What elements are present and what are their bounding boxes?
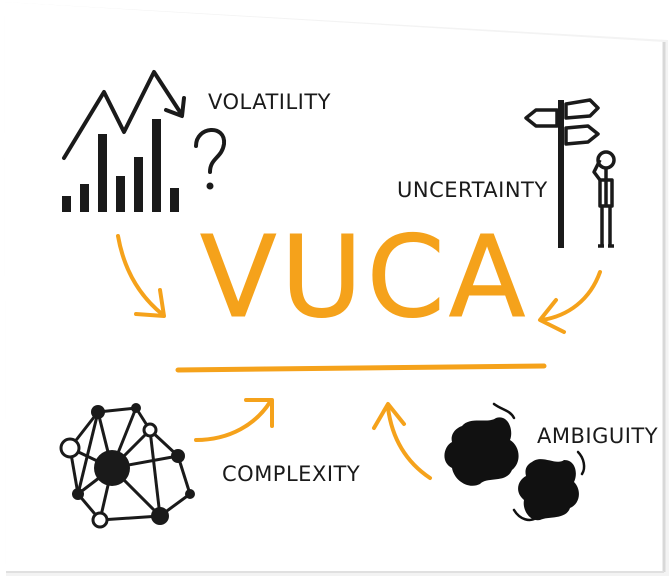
arrow-top-right-icon <box>538 270 602 334</box>
ambiguity-label: AMBIGUITY <box>537 424 659 448</box>
title-underline <box>175 363 547 373</box>
volatility-label: VOLATILITY <box>208 90 332 114</box>
arrow-bottom-left-icon <box>194 398 274 442</box>
arrow-top-left-icon <box>116 234 166 318</box>
uncertainty-label: UNCERTAINTY <box>397 178 548 202</box>
arrow-bottom-middle-icon <box>372 402 432 480</box>
question-mark-icon <box>194 128 227 174</box>
complexity-label: COMPLEXITY <box>222 462 361 486</box>
diagram-title: VUCA <box>199 213 530 343</box>
